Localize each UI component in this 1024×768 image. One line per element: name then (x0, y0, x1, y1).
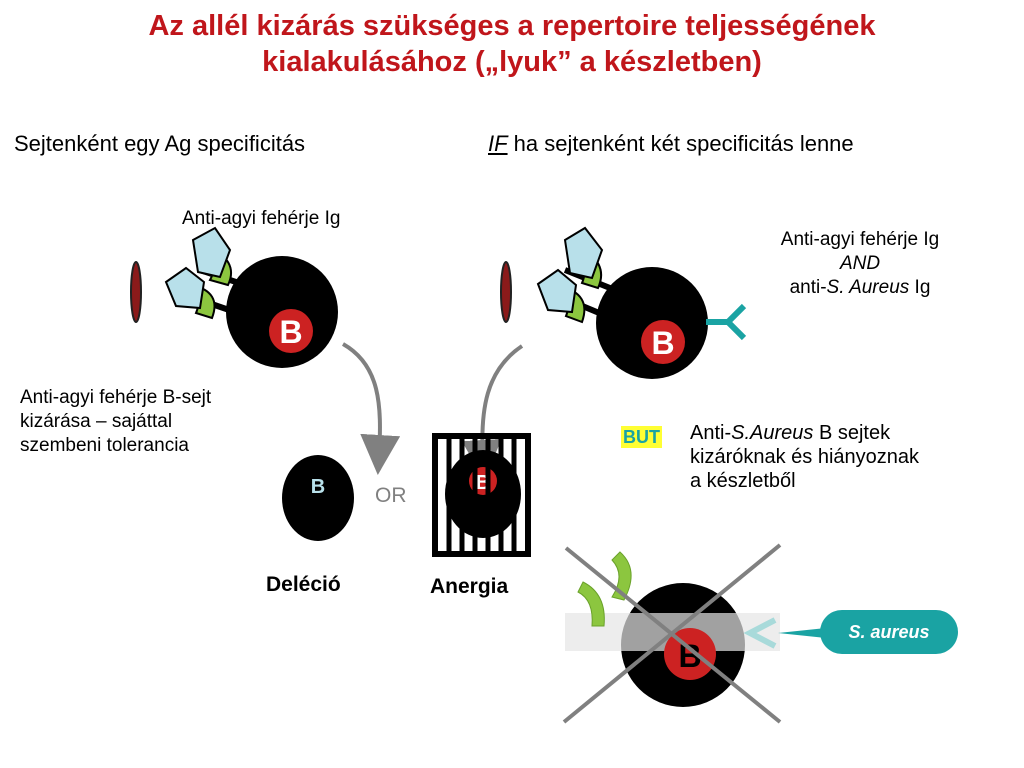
antibody-arm-icon (577, 581, 605, 627)
s-aureus-callout: S. aureus (778, 610, 958, 654)
antigen-polygon-icon (536, 268, 578, 314)
ig-suffix: Ig (909, 277, 931, 298)
title-line-1: Az allél kizárás szükséges a repertoire … (148, 10, 876, 42)
antigen-polygon-icon (164, 266, 206, 310)
but-text-rest: B sejtek (813, 422, 891, 444)
b-badge (641, 320, 685, 364)
self-antigen-icon (130, 261, 142, 323)
exclusion-text-line: kizárása – sajáttal (20, 411, 173, 432)
right-ig-label-line3: anti-S. Aureus Ig (740, 276, 980, 300)
b-letter: B (651, 325, 674, 361)
but-text: Anti-S.Aureus B sejtek kizáróknak és hiá… (690, 421, 919, 493)
s-aureus-receptor-icon (723, 303, 747, 341)
s-aureus-italic: S. Aureus (826, 277, 910, 298)
if-label: IF (488, 131, 508, 156)
right-heading-rest: ha sejtenként két specificitás lenne (507, 131, 854, 156)
s-aureus-label: S. aureus (848, 622, 929, 642)
but-text-line2: kizáróknak és hiányoznak (690, 446, 920, 468)
left-ig-label: Anti-agyi fehérje Ig (182, 208, 341, 229)
deleted-b-cell (282, 455, 354, 541)
right-heading: IF ha sejtenként két specificitás lenne (488, 131, 854, 157)
cage-icon (432, 433, 531, 557)
callout-bubble (820, 610, 958, 654)
or-label: OR (375, 484, 407, 507)
anergy-cell-group: B (432, 433, 531, 557)
antigen-polygon-icon (563, 226, 604, 280)
but-s-aureus: S.Aureus (731, 422, 814, 444)
crossed-b-cell-group: B (562, 543, 782, 724)
arrow-to-anergy (461, 344, 524, 480)
arrow-to-deletion (342, 342, 401, 475)
left-b-cell-group: B (130, 226, 338, 368)
exclusion-text-line: Anti-agyi fehérje B-sejt (20, 387, 212, 408)
self-antigen-icon (500, 261, 512, 323)
left-heading: Sejtenként egy Ag specificitás (14, 131, 306, 156)
but-label: BUT (621, 426, 662, 448)
deletion-label: Deléció (266, 573, 341, 596)
anti-prefix: anti- (789, 277, 827, 298)
callout-pointer (778, 628, 826, 638)
b-badge (664, 628, 716, 680)
b-letter: B (279, 314, 302, 350)
faded-receptor-icon (743, 617, 777, 649)
right-ig-label: Anti-agyi fehérje Ig AND anti-S. Aureus … (740, 228, 980, 300)
right-ig-label-and: AND (839, 253, 881, 274)
exclusion-text-line: szembeni tolerancia (20, 435, 189, 456)
b-letter: B (678, 638, 701, 674)
deletion-cell-group: B (282, 455, 354, 541)
anergy-label: Anergia (430, 575, 509, 598)
antigen-polygon-icon (191, 226, 232, 279)
right-b-cell-group: B (500, 226, 747, 379)
but-text-line1: Anti-S.Aureus B sejtek (690, 421, 919, 445)
exclusion-text: Anti-agyi fehérje B-sejt kizárása – sajá… (20, 386, 211, 458)
title-line-2: kialakulásához („lyuk” a készletben) (262, 46, 762, 78)
but-text-line3: a készletből (690, 470, 796, 492)
but-anti-prefix: Anti- (690, 422, 732, 444)
cage-frame (432, 433, 531, 557)
b-letter-small: B (311, 476, 325, 498)
right-ig-label-line1: Anti-agyi fehérje Ig (780, 229, 940, 250)
cross-line (562, 543, 782, 724)
slide-title: Az allél kizárás szükséges a repertoire … (0, 8, 1024, 80)
b-badge (269, 309, 313, 353)
